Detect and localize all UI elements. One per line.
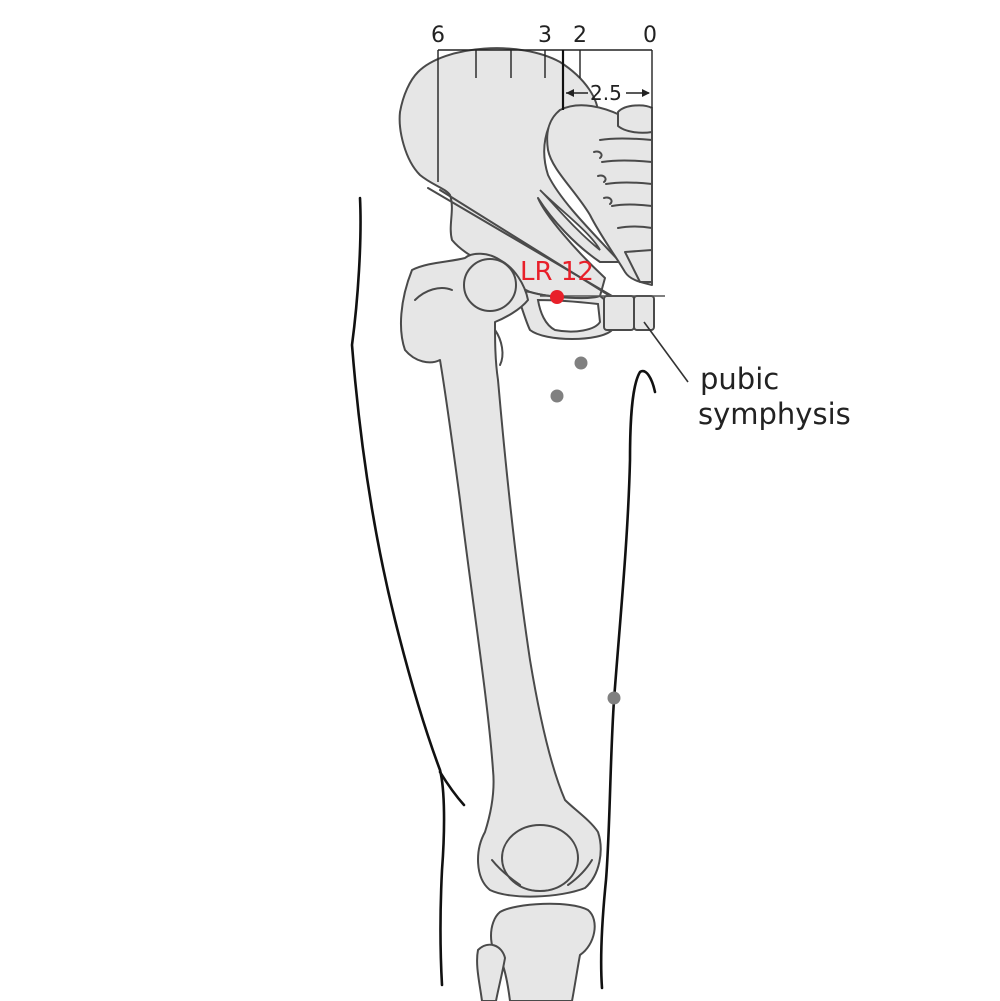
grey-point-3 xyxy=(607,691,621,705)
condyle-line-2 xyxy=(567,859,593,886)
inner-thigh-outline xyxy=(599,369,657,990)
callout-leader-line xyxy=(643,321,689,383)
obturator-foramen xyxy=(536,298,602,333)
inguinal-ligament-lower xyxy=(439,189,611,297)
acupoint-lr12: LR 12 xyxy=(520,257,665,304)
sacral-foramen-3 xyxy=(603,196,613,205)
ruler-label-6: 6 xyxy=(431,23,445,48)
tibia-top xyxy=(490,902,596,1001)
acupoint-label: LR 12 xyxy=(520,257,594,287)
greater-sciatic-notch xyxy=(539,189,601,251)
ruler-label-0: 0 xyxy=(643,23,657,48)
pubic-symphysis-callout: pubic symphysis xyxy=(643,321,851,431)
femoral-head xyxy=(463,258,517,312)
outer-thigh-crease xyxy=(438,770,466,807)
sacrum xyxy=(546,104,653,286)
grey-point-2 xyxy=(550,389,564,403)
callout-label-line2: symphysis xyxy=(698,397,851,431)
grey-point-1 xyxy=(574,356,588,370)
acupoint-marker xyxy=(550,290,564,304)
sacral-line-1 xyxy=(599,137,653,141)
outer-thigh-outline xyxy=(350,196,446,987)
other-acupoints xyxy=(550,356,621,705)
measurement-ruler: 6 3 2 0 2.5 xyxy=(431,23,657,182)
callout-label-line1: pubic xyxy=(700,362,779,396)
patella xyxy=(501,824,579,892)
ruler-label-2: 2 xyxy=(573,23,587,48)
greater-trochanter-line xyxy=(414,287,453,301)
sacral-foramen-2 xyxy=(597,174,607,183)
fibula-head xyxy=(476,943,506,1001)
ruler-label-3: 3 xyxy=(538,23,552,48)
sacrum-body xyxy=(546,104,653,286)
measure-label: 2.5 xyxy=(590,81,622,105)
sacral-line-3 xyxy=(605,181,653,185)
condyle-line xyxy=(491,859,521,886)
femur xyxy=(399,252,602,898)
lower-leg-bones xyxy=(476,902,596,1001)
arrowhead-right xyxy=(642,89,650,97)
femur-bone xyxy=(399,252,602,898)
arrowhead-left xyxy=(566,89,574,97)
lumbar-vertebra xyxy=(617,104,653,134)
pubic-symphysis-bone xyxy=(603,295,635,331)
lesser-trochanter xyxy=(494,329,504,366)
pubic-symphysis-right xyxy=(633,295,655,331)
sacral-foramen-1 xyxy=(593,150,603,159)
sacral-line-5 xyxy=(617,225,653,229)
coccyx xyxy=(624,249,653,283)
sacral-line-2 xyxy=(601,159,653,163)
sacral-line-4 xyxy=(611,203,653,207)
body-outline xyxy=(350,196,657,990)
